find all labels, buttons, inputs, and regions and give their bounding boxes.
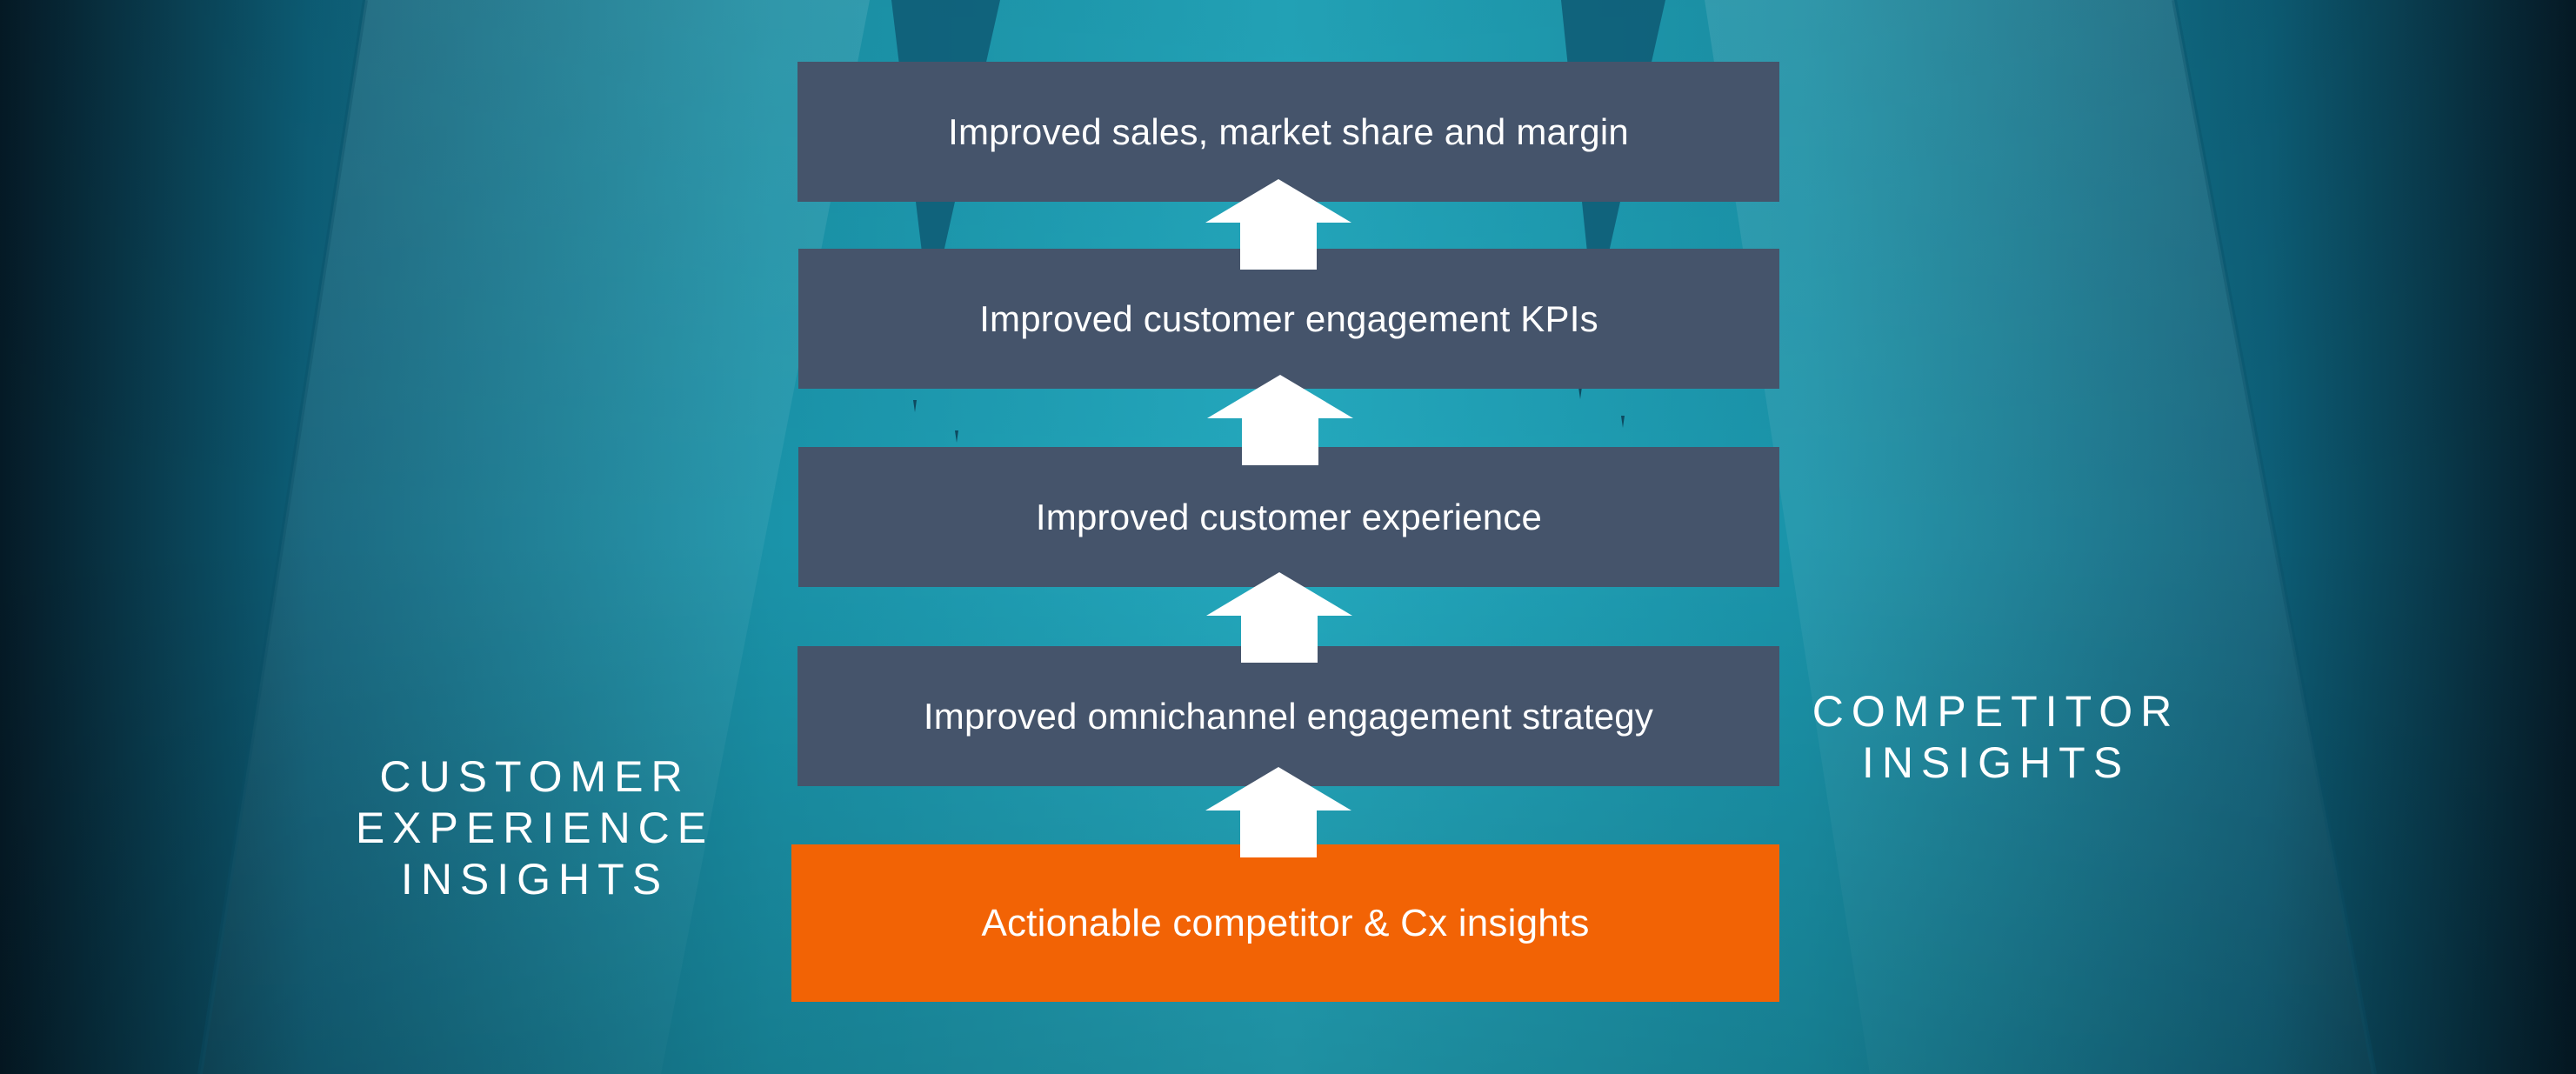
level-box-engagement-kpis: Improved customer engagement KPIs <box>798 249 1779 389</box>
level-box-sales: Improved sales, market share and margin <box>797 62 1779 202</box>
base-label: Actionable competitor & Cx insights <box>981 901 1590 944</box>
level-box-omnichannel-strategy: Improved omnichannel engagement strategy <box>797 646 1779 786</box>
right-insights-label: COMPETITOR INSIGHTS <box>1812 687 2180 787</box>
level-box-customer-experience: Improved customer experience <box>798 447 1779 587</box>
up-arrow-icon <box>1207 375 1353 465</box>
up-arrow-icon <box>1206 572 1352 663</box>
up-arrow-icon <box>1205 767 1351 857</box>
level-label: Improved sales, market share and margin <box>948 110 1629 152</box>
left-insights-label: CUSTOMER EXPERIENCE INSIGHTS <box>355 752 715 904</box>
level-label: Improved customer engagement KPIs <box>979 297 1598 339</box>
level-label: Improved omnichannel engagement strategy <box>923 695 1654 737</box>
base-box-insights: Actionable competitor & Cx insights <box>791 844 1779 1002</box>
up-arrow-icon <box>1205 179 1351 270</box>
level-label: Improved customer experience <box>1035 496 1543 537</box>
